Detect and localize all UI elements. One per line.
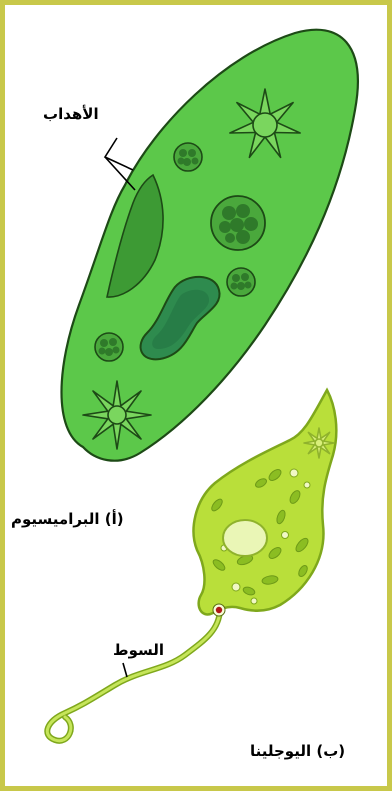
euglena-nucleus — [223, 520, 267, 556]
food-vacuole-icon — [174, 143, 202, 171]
food-vacuole-icon — [227, 268, 255, 296]
flagellum-pointer-line — [123, 663, 127, 677]
food-vacuole-icon — [211, 196, 265, 250]
label-cilia: الأهداب — [43, 105, 99, 123]
star-vacuole-icon — [83, 381, 151, 449]
label-flagellum: السوط — [113, 641, 164, 659]
star-vacuole-icon — [304, 428, 334, 458]
food-vacuole-icon — [95, 333, 123, 361]
eyespot-icon — [213, 604, 225, 616]
label-euglena: (ب) اليوجلينا — [250, 742, 345, 760]
paramecium-body — [62, 30, 358, 461]
label-paramecium: (أ) البراميسيوم — [11, 510, 124, 528]
